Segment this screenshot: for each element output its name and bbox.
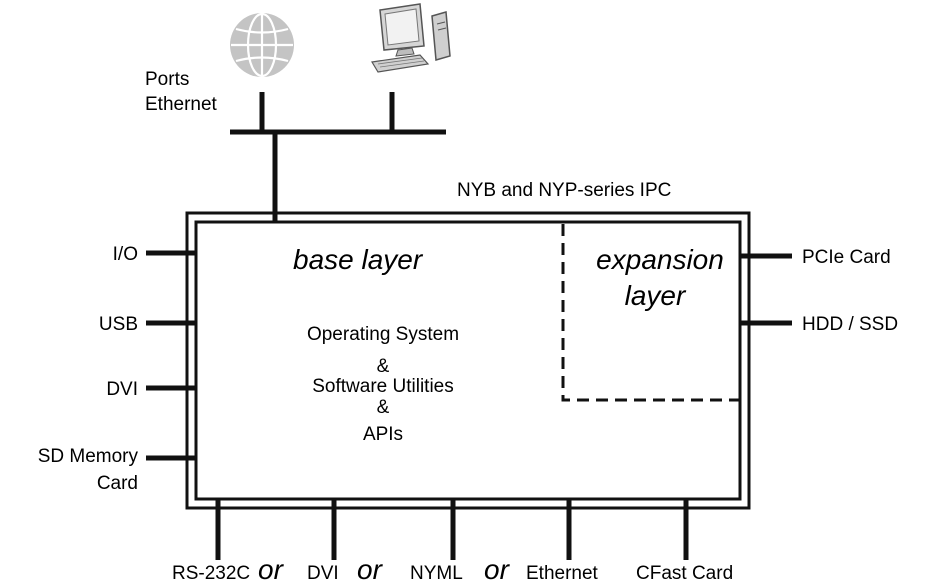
- left-port-sd-line1: SD Memory: [38, 446, 139, 467]
- bottom-or-1: or: [258, 554, 285, 585]
- expansion-layer-box: [561, 224, 740, 402]
- bottom-port-lines: [215, 499, 689, 560]
- bottom-port-ethernet: Ethernet: [526, 563, 599, 584]
- bottom-port-nyml: NYML: [410, 563, 463, 584]
- bottom-port-rs232c: RS-232C: [172, 563, 250, 584]
- left-port-dvi: DVI: [106, 379, 138, 400]
- base-layer-label: base layer: [293, 244, 424, 275]
- right-port-pcie: PCIe Card: [802, 247, 891, 268]
- left-port-io: I/O: [113, 244, 138, 265]
- right-port-lines: [740, 253, 792, 326]
- left-port-lines: [146, 250, 196, 461]
- right-port-hdd: HDD / SSD: [802, 314, 898, 335]
- ipc-inner-box: [194, 220, 742, 501]
- bottom-port-dvi: DVI: [307, 563, 339, 584]
- center-amp-2: &: [377, 397, 390, 418]
- bottom-or-2: or: [357, 554, 384, 585]
- bottom-port-cfast: CFast Card: [636, 563, 733, 584]
- ports-label-line1: Ports: [145, 69, 189, 90]
- center-software: Software Utilities: [312, 376, 454, 397]
- expansion-layer-label-line2: layer: [625, 280, 687, 311]
- left-port-sd-line2: Card: [97, 473, 138, 494]
- ipc-outer-box: [185, 211, 751, 510]
- center-os: Operating System: [307, 324, 459, 345]
- center-amp-1: &: [377, 356, 390, 377]
- bottom-or-3: or: [484, 554, 511, 585]
- center-apis: APIs: [363, 424, 403, 445]
- diagram-title: NYB and NYP-series IPC: [457, 180, 671, 201]
- ports-label-line2: Ethernet: [145, 94, 218, 115]
- network-lines: [230, 92, 446, 222]
- computer-icon: [371, 3, 451, 73]
- globe-icon: [230, 12, 294, 78]
- expansion-layer-label-line1: expansion: [596, 244, 724, 275]
- left-port-usb: USB: [99, 314, 138, 335]
